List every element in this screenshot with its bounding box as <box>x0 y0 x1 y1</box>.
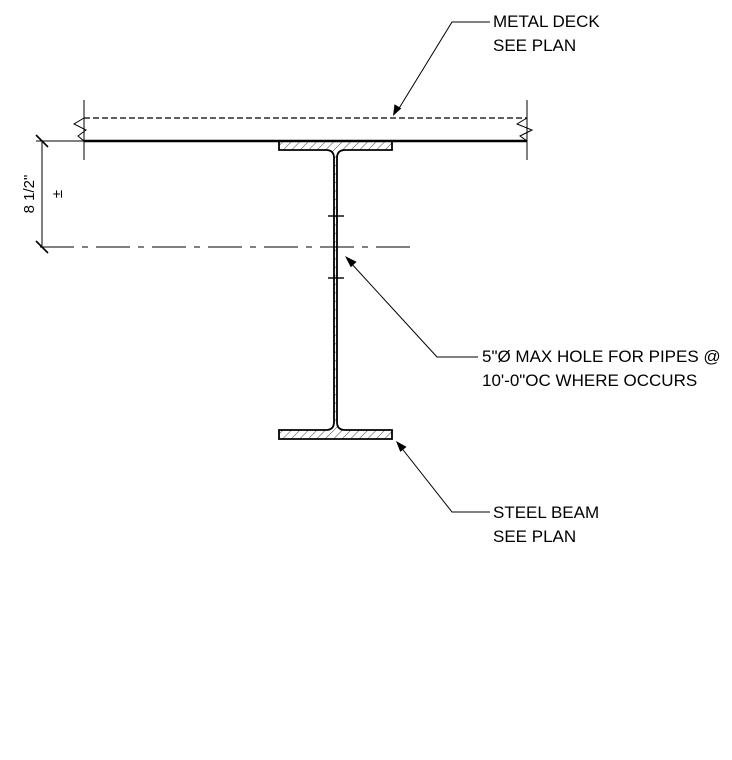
note-line-2: SEE PLAN <box>493 527 576 546</box>
note-line-1: STEEL BEAM <box>493 503 599 522</box>
note-line-2: SEE PLAN <box>493 36 576 55</box>
leader-line <box>397 21 490 111</box>
steel-beam <box>278 140 393 440</box>
note-line-1: METAL DECK <box>493 12 600 31</box>
leader-line <box>399 445 490 513</box>
left-break-symbol <box>72 117 87 142</box>
leader-arrowhead <box>396 441 407 452</box>
leader-arrowhead <box>393 104 402 116</box>
leader-line <box>349 261 478 358</box>
dimension-value: 8 1/2" <box>21 175 38 214</box>
dimension-tolerance: ± <box>49 190 66 198</box>
leader-steel-beam <box>396 441 490 513</box>
note-line-1: 5"Ø MAX HOLE FOR PIPES @ <box>482 347 721 366</box>
leader-arrowhead <box>345 256 357 268</box>
leader-pipe-hole <box>345 256 478 358</box>
dimension-tick-bottom <box>35 240 49 254</box>
note-pipe-hole: 5"Ø MAX HOLE FOR PIPES @ 10'-0"OC WHERE … <box>482 347 721 390</box>
leader-metal-deck <box>393 21 490 116</box>
metal-deck <box>72 100 534 160</box>
note-line-2: 10'-0"OC WHERE OCCURS <box>482 371 697 390</box>
dimension-tick-top <box>35 134 49 148</box>
right-break-symbol <box>515 117 534 142</box>
note-steel-beam: STEEL BEAM SEE PLAN <box>493 503 599 546</box>
beam-section <box>278 140 393 440</box>
dimension-8-1-2: 8 1/2" ± <box>21 134 84 254</box>
note-metal-deck: METAL DECK SEE PLAN <box>493 12 600 55</box>
